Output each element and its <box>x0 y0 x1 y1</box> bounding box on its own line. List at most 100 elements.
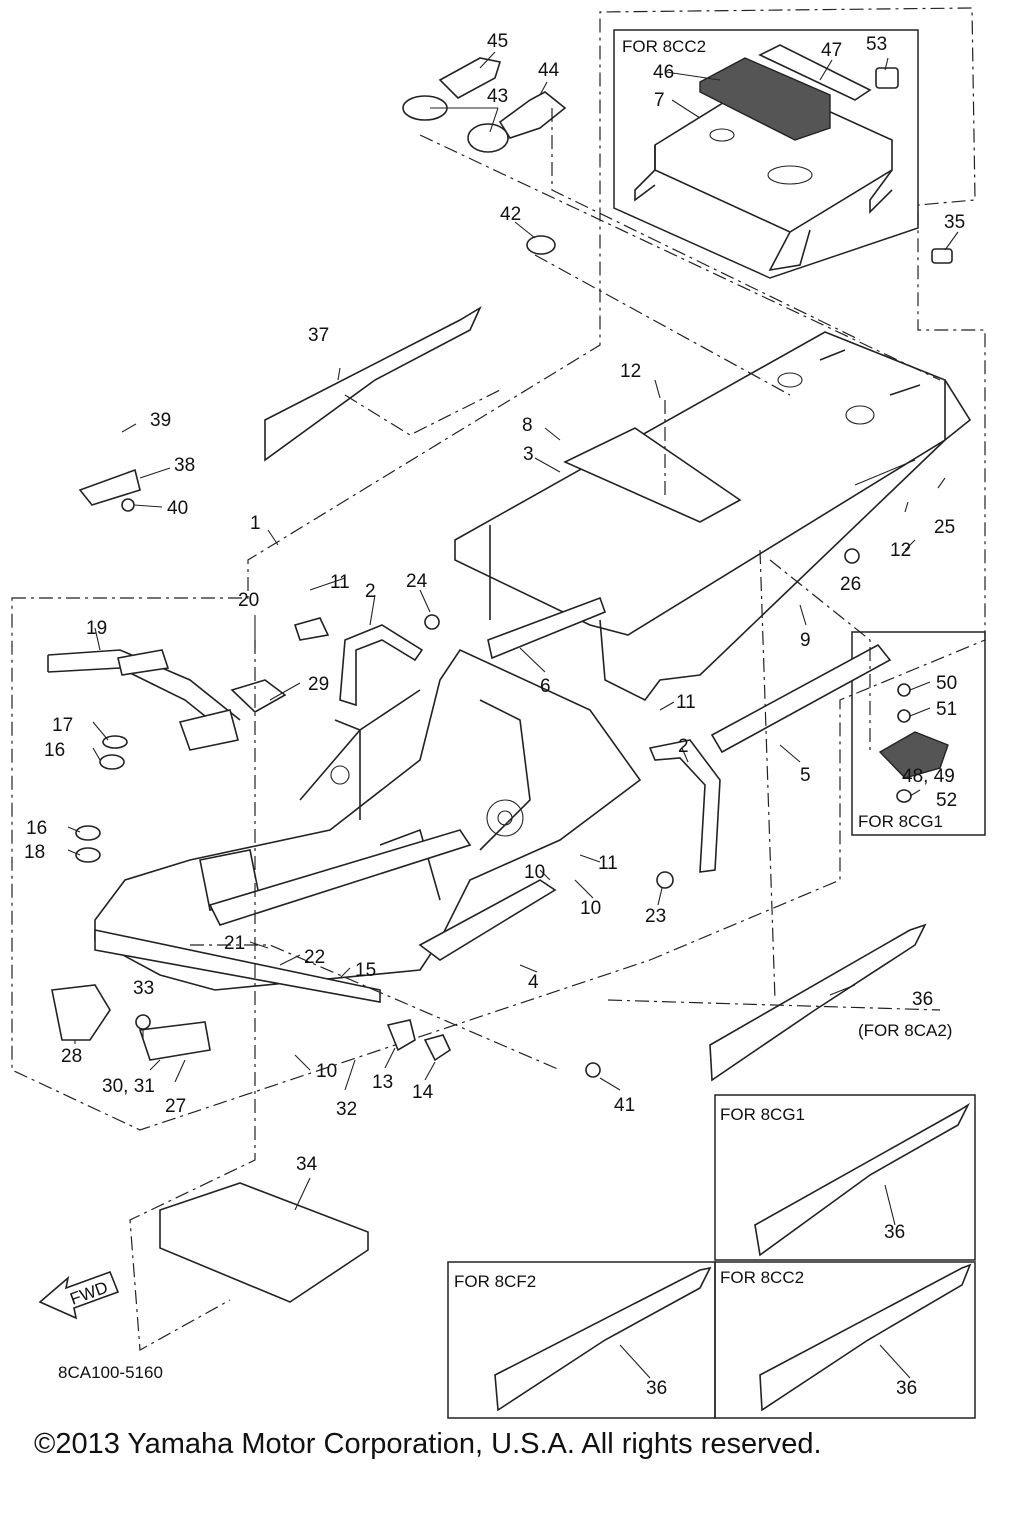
part-labels: 1 2 2 3 4 5 6 7 8 9 10 10 10 11 11 11 12… <box>24 31 965 1399</box>
part-label: 36 <box>896 1378 917 1399</box>
part-label: 22 <box>304 947 325 968</box>
part-label: 32 <box>336 1099 357 1120</box>
part-label: 10 <box>524 862 545 883</box>
nut-40 <box>121 498 135 512</box>
boot-27 <box>138 1021 211 1061</box>
nut-24 <box>424 614 440 630</box>
collar-51 <box>897 709 911 723</box>
part-label: 7 <box>654 90 665 111</box>
decal-box-8cg1 <box>714 1094 976 1261</box>
note-for-8cg1-box: FOR 8CG1 <box>720 1105 805 1124</box>
note-for-8cc2-box: FOR 8CC2 <box>720 1268 804 1287</box>
note-for-8cg1-side: FOR 8CG1 <box>858 812 943 831</box>
part-label: 13 <box>372 1072 393 1093</box>
part-label: 51 <box>936 699 957 720</box>
decal-36-8ca2 <box>709 923 927 1082</box>
group-outline-8cg1-plate <box>851 631 986 836</box>
plate-44 <box>498 91 567 139</box>
part-label: 20 <box>238 590 259 611</box>
group-outline-top-cover <box>613 29 919 279</box>
part-label: 10 <box>580 898 601 919</box>
part-label: 40 <box>167 498 188 519</box>
part-label: 47 <box>821 40 842 61</box>
decal-box-8cc2 <box>714 1261 976 1419</box>
decal-37 <box>264 305 482 462</box>
fwd-arrow-icon: FWD <box>38 1270 120 1320</box>
part-label: 10 <box>316 1061 337 1082</box>
grommet-52 <box>896 789 912 803</box>
rail-25 <box>854 459 916 486</box>
part-label: 16 <box>26 818 47 839</box>
part-label: 11 <box>676 692 696 713</box>
bracket-14 <box>423 1034 452 1062</box>
cap-41 <box>585 1062 601 1078</box>
floor-plate-4 <box>418 879 557 961</box>
part-label: 18 <box>24 842 45 863</box>
bushing-16b <box>75 825 101 841</box>
nut-23 <box>656 871 674 889</box>
group-outline-frame <box>11 7 986 1131</box>
cap-53 <box>875 67 899 89</box>
part-label: 26 <box>840 574 861 595</box>
strip-decal-47 <box>758 44 872 101</box>
part-label: 3 <box>523 444 534 465</box>
floor-mat-34 <box>159 1182 369 1303</box>
decal-36-8cg1 <box>754 1102 970 1257</box>
roll-bar-2-front <box>648 739 721 873</box>
cushion-43b <box>467 123 509 153</box>
part-label: 1 <box>250 513 261 534</box>
part-label: 46 <box>653 62 674 83</box>
part-label: 29 <box>308 674 329 695</box>
part-label: 50 <box>936 673 957 694</box>
bracket-13 <box>386 1019 416 1052</box>
part-label: 45 <box>487 31 508 52</box>
bolt-50 <box>897 683 911 697</box>
part-label: 5 <box>800 765 811 786</box>
bracket-plate-5 <box>710 643 892 754</box>
part-label: 2 <box>365 581 376 602</box>
part-label: 33 <box>133 978 154 999</box>
note-for-8ca2: (FOR 8CA2) <box>858 1021 952 1040</box>
part-label: 12 <box>890 540 911 561</box>
rear-crossmember <box>208 829 472 926</box>
nut-26 <box>844 548 860 564</box>
bracket-38 <box>78 468 141 506</box>
lower-frame <box>94 648 642 991</box>
note-for-8cf2-box: FOR 8CF2 <box>454 1272 536 1291</box>
part-label: 8 <box>522 415 533 436</box>
plate-48-49 <box>878 731 949 779</box>
bushing-18 <box>75 847 101 863</box>
part-label: 39 <box>150 410 171 431</box>
top-cover-7 <box>634 79 893 272</box>
part-label: 21 <box>224 933 245 954</box>
part-label: 28 <box>61 1046 82 1067</box>
cushion-42 <box>526 235 556 255</box>
part-label: 41 <box>614 1095 635 1116</box>
alignment-lines <box>129 108 941 1351</box>
rail-8 <box>563 427 742 523</box>
part-label: 42 <box>500 204 521 225</box>
part-label: 16 <box>44 740 65 761</box>
part-label: 27 <box>165 1096 186 1117</box>
part-label: 15 <box>355 960 376 981</box>
part-label: 34 <box>296 1154 318 1175</box>
part-label: 36 <box>646 1378 667 1399</box>
fwd-label: FWD <box>68 1278 111 1309</box>
copyright-notice: ©2013 Yamaha Motor Corporation, U.S.A. A… <box>34 1428 822 1460</box>
part-label: 36 <box>912 989 933 1010</box>
part-label: 9 <box>800 630 811 651</box>
roll-bar-2-rear <box>339 624 424 707</box>
plate-45 <box>438 57 502 99</box>
pad-35 <box>931 248 953 264</box>
clamp-11 <box>293 617 330 641</box>
seat-bracket-29 <box>230 679 287 713</box>
bushing-17 <box>102 735 128 749</box>
leader-lines <box>67 51 959 1379</box>
nut-33 <box>135 1014 151 1030</box>
front-crossmember <box>94 929 381 1003</box>
part-label: 19 <box>86 618 107 639</box>
part-label: 11 <box>598 853 618 874</box>
part-label: 4 <box>528 972 539 993</box>
bumper-19 <box>47 649 241 751</box>
part-label: 11 <box>330 572 350 593</box>
